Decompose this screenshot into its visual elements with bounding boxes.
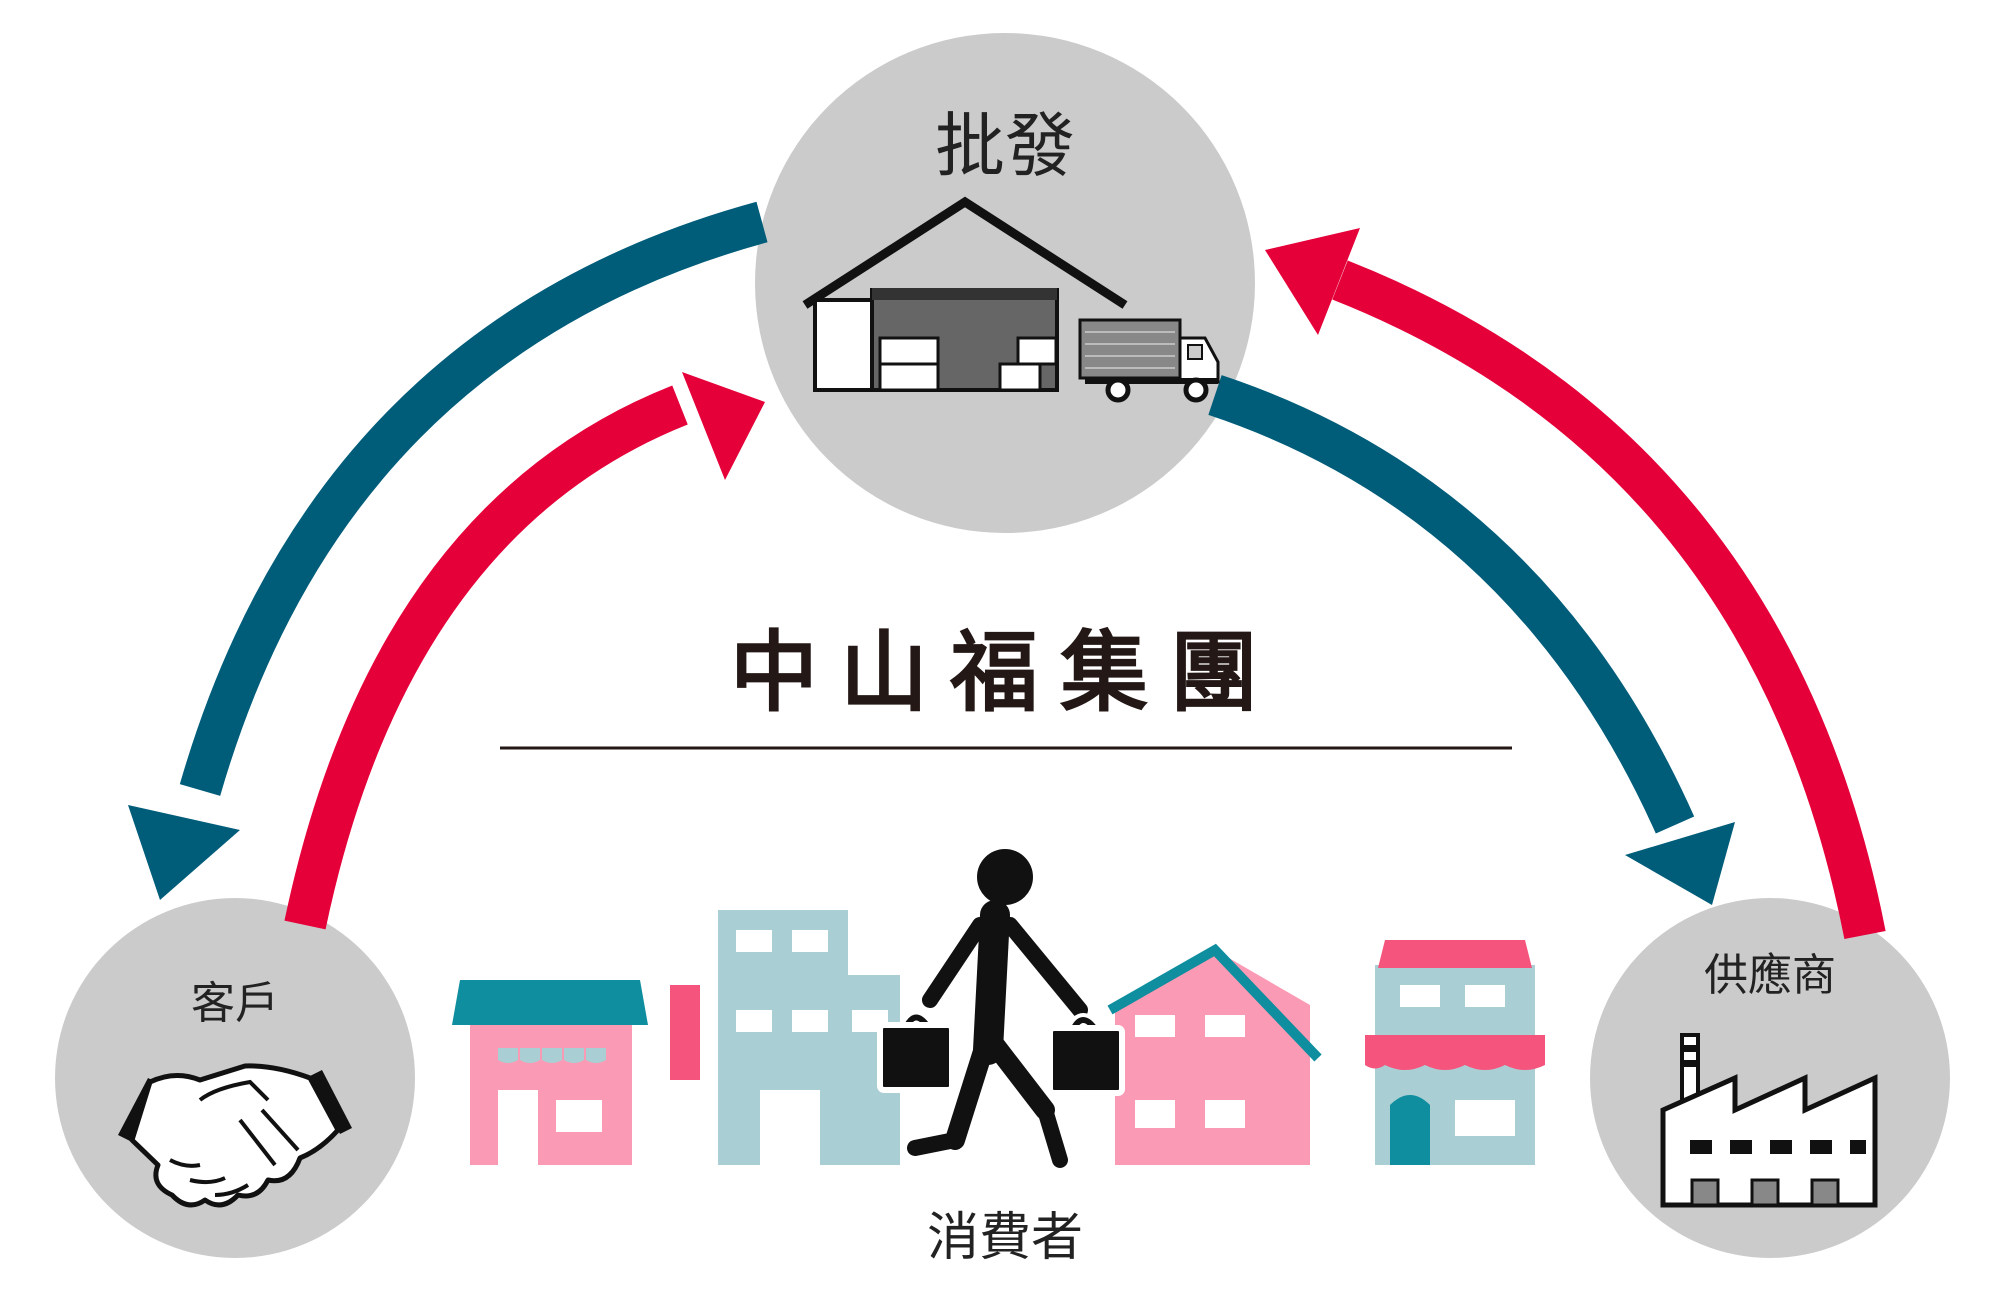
handshake-icon <box>118 1063 352 1208</box>
shopping-bag-left <box>877 1010 955 1093</box>
factory-icon <box>1660 1033 1878 1208</box>
street-sign <box>670 985 700 1080</box>
house-pink <box>1115 950 1310 1165</box>
arrow-supplier-to-wholesale <box>1265 228 1886 940</box>
consumer-label: 消費者 <box>927 1208 1083 1268</box>
customer-label: 客戶 <box>191 978 279 1029</box>
arrow-wholesale-to-customer <box>128 201 768 900</box>
warehouse-truck-icon <box>802 196 1220 403</box>
shopper-person <box>907 849 1088 1168</box>
shoppers-street-icon <box>452 849 1545 1168</box>
wholesale-label: 批發 <box>935 105 1075 187</box>
shopping-bag-right <box>1047 1013 1125 1096</box>
wholesale-circle <box>755 33 1255 533</box>
group-title: 中山福集團 <box>730 621 1280 724</box>
arrow-customer-to-wholesale <box>284 372 765 930</box>
supplier-label: 供應商 <box>1704 950 1836 1001</box>
arrow-wholesale-to-supplier <box>1208 375 1735 905</box>
shop-pink-teal <box>470 1020 632 1165</box>
